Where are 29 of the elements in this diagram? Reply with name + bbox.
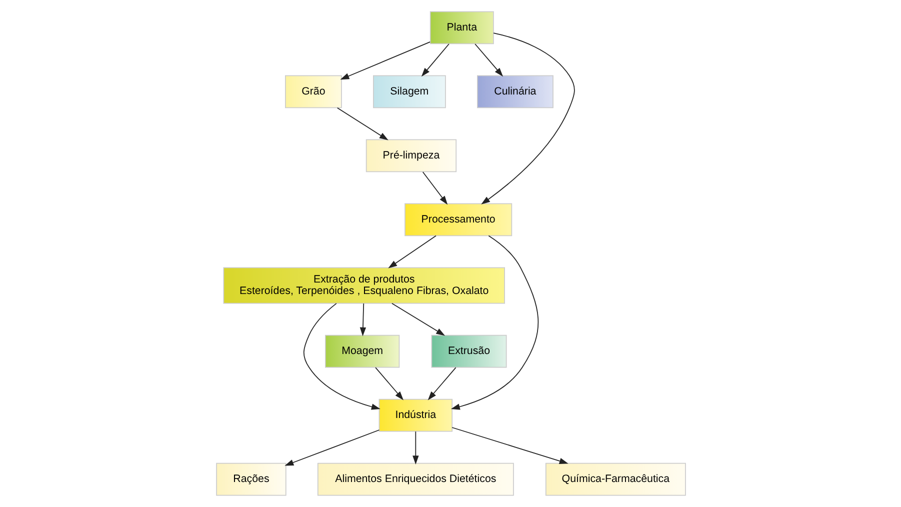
arrow (451, 427, 568, 464)
arrow (427, 367, 456, 400)
arrow (474, 44, 503, 77)
node-box: Moagem (324, 334, 400, 368)
node-box: Culinária (476, 75, 553, 108)
node-box: Processamento (404, 203, 512, 236)
node-box: Rações (216, 462, 286, 496)
node-box: Planta (429, 11, 494, 44)
arrow (422, 172, 448, 205)
arrow (302, 303, 380, 410)
arrow (480, 32, 574, 204)
arrow (374, 367, 404, 400)
arrow (359, 303, 366, 336)
arrow (391, 302, 445, 336)
node-box: Grão (284, 75, 342, 108)
node-box: Silagem (372, 75, 446, 108)
node-box: Extrusão (430, 334, 506, 368)
arrow (412, 431, 418, 465)
arrow (284, 430, 380, 466)
node-box: Extração de produtos Esteroídes, Terpenóides , Esqualeno Fibras, Oxalato (222, 267, 504, 304)
node-box: Química-Farmacêutica (544, 462, 686, 496)
arrow (340, 42, 430, 80)
node-box: Indústria (378, 398, 452, 432)
node-box: Alimentos Enriquecidos Dietéticos (316, 462, 514, 496)
arrow (388, 235, 436, 268)
arrow (450, 235, 538, 410)
node-box: Pré-limpeza (365, 139, 456, 172)
arrow (336, 107, 388, 140)
arrow (420, 44, 449, 77)
